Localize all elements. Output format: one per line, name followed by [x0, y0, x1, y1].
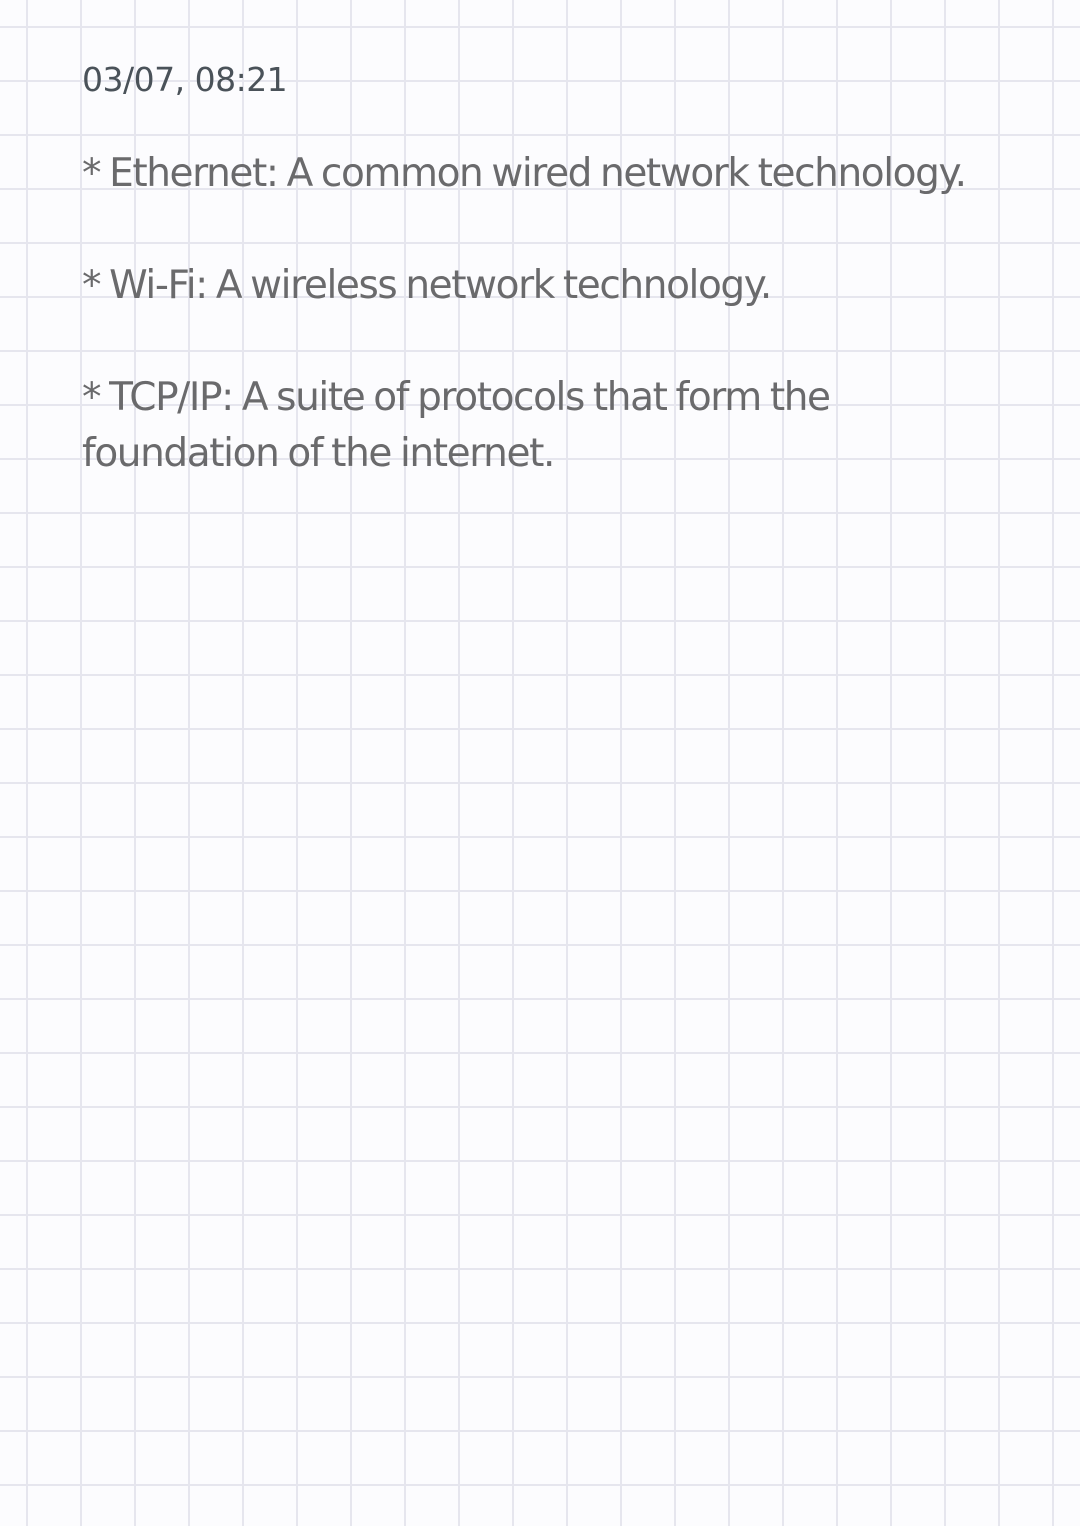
note-editor[interactable]: 03/07, 08:21 * Ethernet: A common wired …: [82, 58, 1002, 538]
note-body[interactable]: * Ethernet: A common wired network techn…: [82, 146, 1002, 482]
note-paragraph-ethernet[interactable]: * Ethernet: A common wired network techn…: [82, 151, 967, 196]
note-paragraph-wifi[interactable]: * Wi-Fi: A wireless network technology.: [82, 263, 772, 308]
note-paragraph-tcpip[interactable]: * TCP/IP: A suite of protocols that form…: [82, 375, 831, 476]
note-timestamp: 03/07, 08:21: [82, 60, 288, 99]
